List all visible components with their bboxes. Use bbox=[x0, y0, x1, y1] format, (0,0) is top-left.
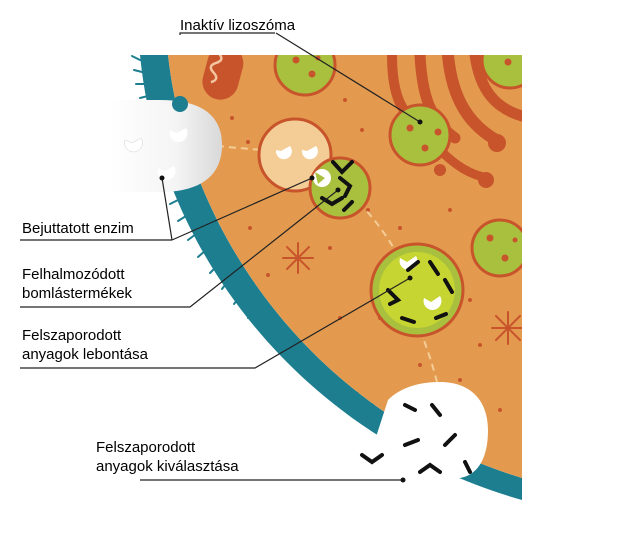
exocytosis-vesicle bbox=[360, 382, 488, 478]
lysosome-accumulated bbox=[308, 156, 372, 220]
leader-lines bbox=[20, 32, 421, 481]
label-inactive-lysosome: Inaktív lizoszóma bbox=[180, 17, 296, 34]
leader-endpoints bbox=[159, 119, 423, 483]
lysosome-right bbox=[470, 218, 522, 278]
label-imported-enzyme: Bejuttatott enzim bbox=[22, 220, 134, 237]
cytoskeleton-star-left bbox=[282, 242, 314, 274]
label-breakdown-line1: Felszaporodott bbox=[22, 327, 122, 344]
endocytosis-vesicle bbox=[110, 96, 222, 192]
mitochondrion bbox=[202, 55, 244, 100]
lysosome-breakdown bbox=[369, 242, 465, 338]
lysosome-top bbox=[273, 55, 337, 97]
label-accumulated-line1: Felhalmozódott bbox=[22, 266, 125, 283]
inactive-lysosome bbox=[388, 103, 452, 167]
lysosome-top-right bbox=[480, 55, 522, 90]
label-excretion-line1: Felszaporodott bbox=[96, 439, 196, 456]
cytoskeleton-star-right bbox=[491, 311, 522, 345]
label-breakdown-line2: anyagok lebontása bbox=[22, 346, 148, 363]
label-accumulated-line2: bomlástermékek bbox=[22, 285, 133, 302]
label-excretion-line2: anyagok kiválasztása bbox=[96, 458, 239, 475]
